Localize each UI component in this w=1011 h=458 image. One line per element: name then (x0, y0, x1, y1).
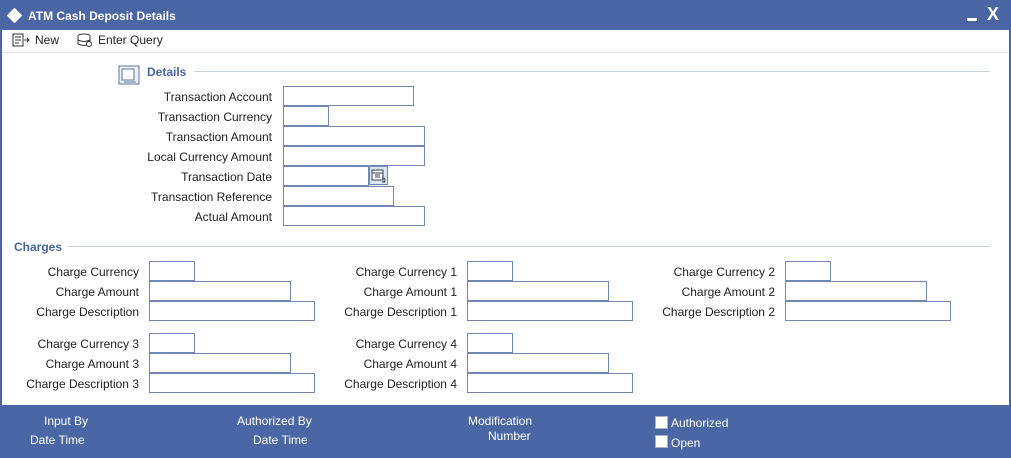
open-checkbox[interactable] (655, 435, 668, 448)
authorized-checkbox[interactable] (655, 416, 668, 429)
open-checkbox-label: Open (671, 436, 701, 450)
transaction-amount-label: Transaction Amount (165, 130, 272, 144)
transaction-date-label: Transaction Date (181, 170, 272, 184)
actual-amount-field[interactable] (283, 206, 425, 226)
authorized-by-label: Authorized By (237, 414, 312, 428)
charge-description-field[interactable] (149, 301, 315, 321)
transaction-reference-field[interactable] (283, 186, 394, 206)
calendar-button[interactable] (369, 166, 388, 185)
charge-currency-3-label: Charge Currency 3 (37, 337, 139, 351)
charges-section-line (68, 246, 990, 247)
details-section-line (194, 71, 990, 72)
charge-currency-2-label: Charge Currency 2 (673, 265, 775, 279)
transaction-currency-label: Transaction Currency (157, 110, 272, 124)
toolbar: New Enter Query (2, 30, 1009, 52)
new-record-icon (12, 33, 30, 47)
charge-description-3-field[interactable] (149, 373, 315, 393)
date-time-label-2: Date Time (253, 433, 308, 447)
new-label: New (35, 33, 60, 47)
minimize-icon[interactable] (967, 18, 977, 21)
window-title: ATM Cash Deposit Details (28, 9, 176, 23)
close-icon[interactable]: X (987, 4, 1000, 24)
charge-description-2-label: Charge Description 2 (662, 305, 775, 319)
modification-label: Modification (468, 414, 533, 428)
window-diamond-icon (6, 7, 23, 24)
transaction-date-field[interactable] (283, 166, 369, 186)
charge-currency-label: Charge Currency (47, 265, 139, 279)
date-time-label-1: Date Time (30, 433, 85, 447)
details-section-icon (118, 65, 140, 85)
toolbar-divider (2, 52, 1009, 53)
charge-description-2-field[interactable] (785, 301, 951, 321)
charge-currency-1-label: Charge Currency 1 (355, 265, 457, 279)
charge-description-1-label: Charge Description 1 (344, 305, 457, 319)
charge-amount-4-label: Charge Amount 4 (363, 357, 457, 371)
charge-description-label: Charge Description (36, 305, 139, 319)
transaction-currency-field[interactable] (283, 106, 329, 126)
calendar-icon (371, 169, 386, 183)
charge-amount-field[interactable] (149, 281, 291, 301)
charge-currency-field[interactable] (149, 261, 195, 281)
charge-amount-4-field[interactable] (467, 353, 609, 373)
charge-amount-label: Charge Amount (55, 285, 139, 299)
enter-query-label: Enter Query (98, 33, 163, 47)
enter-query-button[interactable]: Enter Query (77, 32, 163, 48)
charge-description-4-field[interactable] (467, 373, 633, 393)
transaction-account-label: Transaction Account (163, 90, 272, 104)
new-button[interactable]: New (12, 32, 59, 48)
transaction-amount-field[interactable] (283, 126, 425, 146)
details-section-title: Details (147, 65, 187, 79)
charge-currency-1-field[interactable] (467, 261, 513, 281)
charge-currency-4-label: Charge Currency 4 (355, 337, 457, 351)
local-currency-amount-label: Local Currency Amount (147, 150, 272, 164)
local-currency-amount-field[interactable] (283, 146, 425, 166)
charge-currency-3-field[interactable] (149, 333, 195, 353)
charge-description-4-label: Charge Description 4 (344, 377, 457, 391)
charge-description-3-label: Charge Description 3 (26, 377, 139, 391)
charge-amount-3-field[interactable] (149, 353, 291, 373)
title-bar: ATM Cash Deposit Details X (2, 2, 1009, 30)
audit-footer: Input By Date Time Authorized By Date Ti… (2, 405, 1009, 458)
charge-description-1-field[interactable] (467, 301, 633, 321)
transaction-reference-label: Transaction Reference (151, 190, 272, 204)
input-by-label: Input By (44, 414, 89, 428)
charge-currency-4-field[interactable] (467, 333, 513, 353)
enter-query-icon (77, 33, 92, 47)
charge-amount-2-label: Charge Amount 2 (681, 285, 775, 299)
charge-amount-1-field[interactable] (467, 281, 609, 301)
transaction-account-field[interactable] (283, 86, 414, 106)
charge-amount-2-field[interactable] (785, 281, 927, 301)
charges-section-title: Charges (14, 240, 63, 254)
actual-amount-label: Actual Amount (194, 210, 272, 224)
authorized-checkbox-label: Authorized (671, 416, 729, 430)
number-label: Number (488, 429, 531, 443)
charge-amount-1-label: Charge Amount 1 (363, 285, 457, 299)
charge-currency-2-field[interactable] (785, 261, 831, 281)
charge-amount-3-label: Charge Amount 3 (45, 357, 139, 371)
